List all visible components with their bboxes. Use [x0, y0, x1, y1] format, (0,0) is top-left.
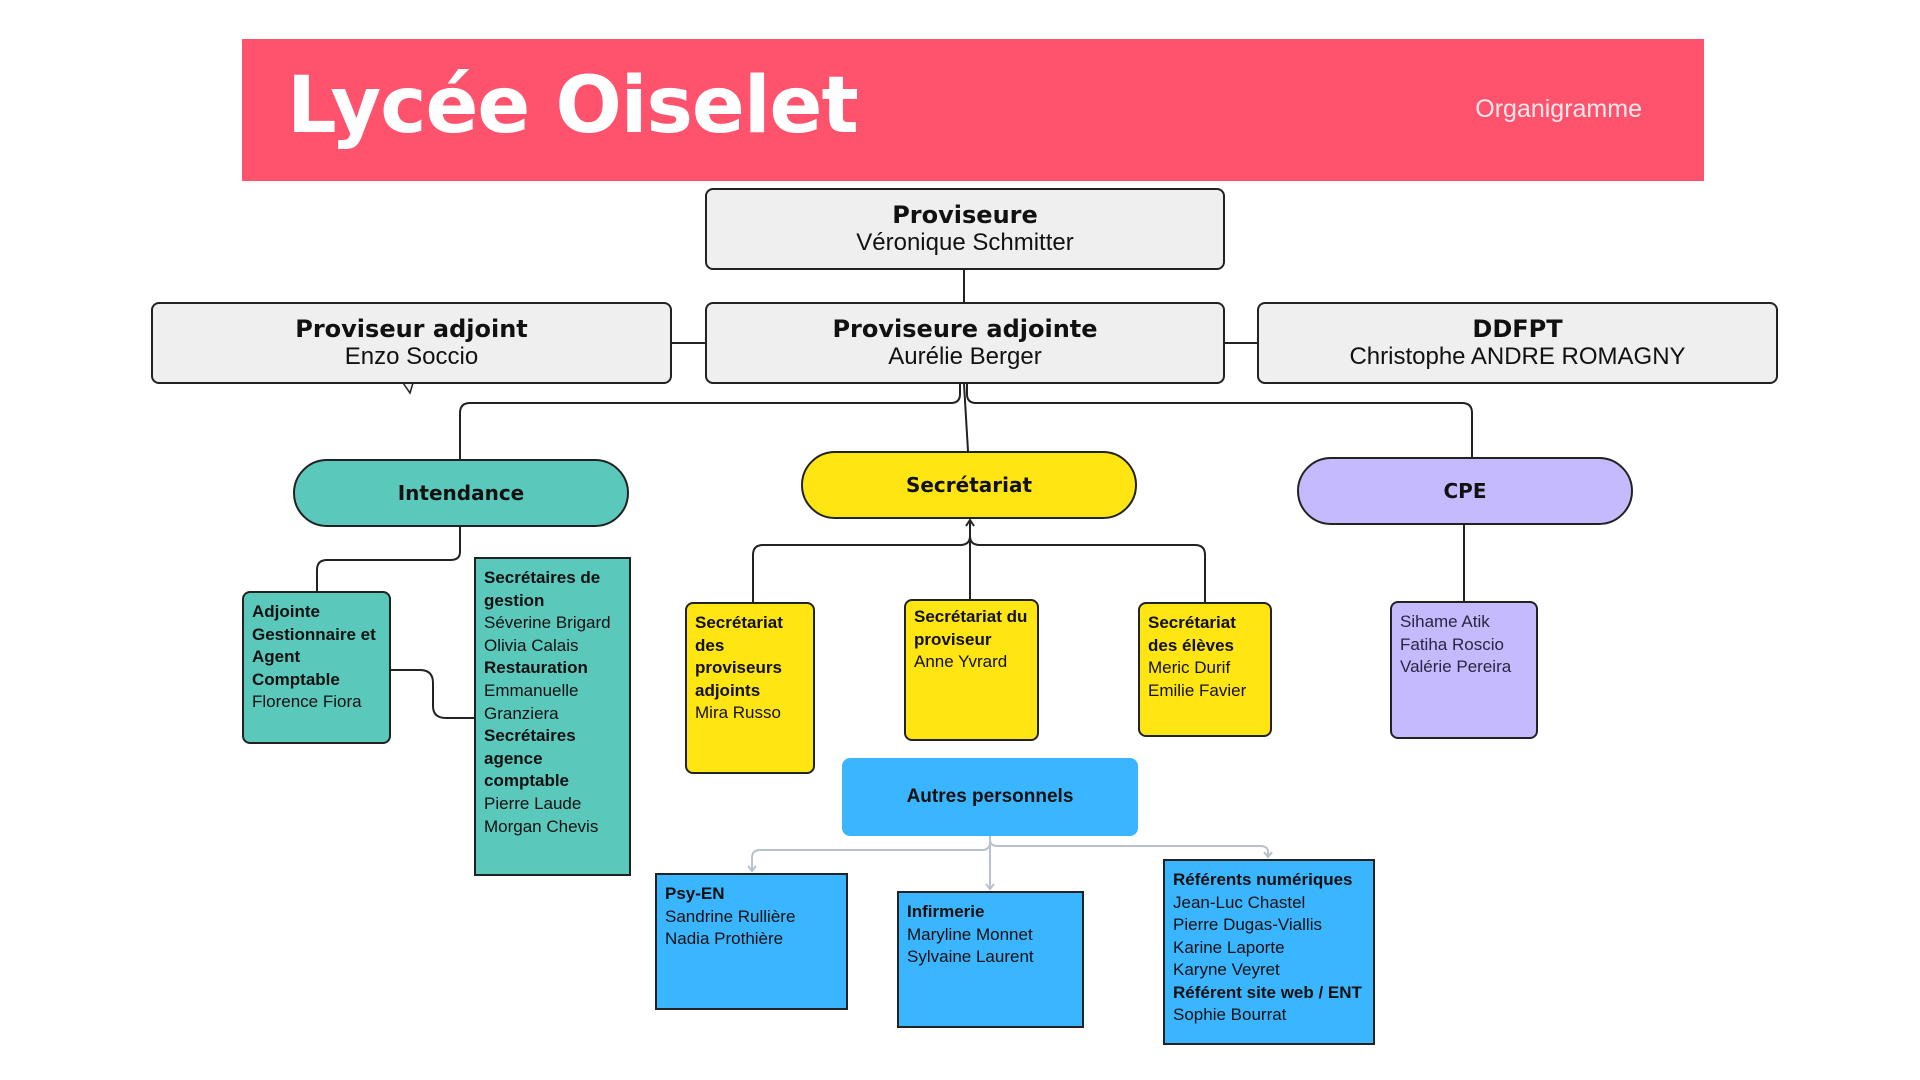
unit-title: Référents numériques — [1173, 870, 1353, 889]
unit-title: Secrétaires de — [484, 568, 601, 587]
person-name: Fatiha Roscio — [1400, 634, 1504, 654]
person-name: Nadia Prothière — [665, 929, 784, 948]
person-name: Morgan Chevis — [484, 816, 599, 836]
role-label: DDFPT — [1472, 315, 1563, 343]
node-proviseure[interactable]: Proviseure Véronique Schmitter — [705, 188, 1225, 270]
dept-autres-personnels[interactable]: Autres personnels — [842, 758, 1138, 836]
header-banner: Lycée Oiselet Organigramme — [242, 39, 1704, 181]
role-label: Proviseure — [892, 201, 1038, 229]
person-name: Christophe ANDRE ROMAGNY — [1349, 343, 1686, 370]
person-name: Emilie Favier — [1148, 680, 1247, 700]
unit-title: des élèves — [1148, 635, 1235, 655]
connector-sec-unit1 — [752, 520, 971, 602]
person-name: Pierre Dugas-Viallis — [1173, 915, 1322, 934]
unit-title: Secrétariat — [695, 613, 783, 632]
unit-title: proviseur — [914, 629, 992, 649]
node-proviseur-adjoint[interactable]: Proviseur adjoint Enzo Soccio — [151, 302, 672, 384]
unit-title: gestion — [484, 590, 545, 610]
unit-title: Secrétaires — [484, 726, 576, 746]
dept-label: Autres personnels — [906, 786, 1074, 807]
role-label: Proviseur adjoint — [295, 315, 528, 343]
person-name: Emmanuelle — [484, 680, 579, 700]
connector-autres-psy — [751, 835, 991, 870]
person-name: Pierre Laude — [484, 793, 582, 813]
person-name: Granziera — [484, 703, 559, 723]
person-name: Meric Durif — [1148, 658, 1231, 677]
arrowhead-secretariat — [965, 518, 975, 527]
connector-to-secretariat — [963, 383, 969, 452]
person-name: Sandrine Rullière — [665, 906, 796, 926]
node-adjointe-gestionnaire[interactable]: Adjointe Gestionnaire et Agent Comptable… — [242, 591, 391, 744]
person-name: Maryline Monnet — [907, 924, 1033, 944]
unit-title: des — [695, 635, 725, 655]
connector-to-cpe — [966, 384, 1473, 457]
dept-label: CPE — [1443, 479, 1487, 503]
person-name: Mira Russo — [695, 703, 781, 722]
unit-title: agence — [484, 748, 543, 768]
dept-label: Intendance — [397, 481, 525, 505]
unit-title: Infirmerie — [907, 902, 985, 921]
unit-title: Adjointe — [252, 602, 320, 621]
person-name: Valérie Pereira — [1400, 657, 1512, 676]
dept-label: Secrétariat — [905, 473, 1033, 497]
person-name: Véronique Schmitter — [856, 229, 1074, 256]
connector-sec-unit3 — [969, 520, 1206, 602]
unit-title: Psy-EN — [665, 884, 725, 903]
person-name: Enzo Soccio — [344, 343, 479, 370]
person-name: Séverine Brigard — [484, 613, 611, 633]
person-name: Karyne Veyret — [1173, 960, 1280, 979]
person-name: Florence Fiora — [252, 692, 362, 711]
unit-title: adjoints — [695, 680, 761, 700]
node-proviseure-adjointe[interactable]: Proviseure adjointe Aurélie Berger — [705, 302, 1225, 384]
connector-intendance-adjointe — [316, 527, 461, 591]
dept-cpe[interactable]: CPE — [1297, 457, 1633, 525]
unit-title: Gestionnaire et — [252, 624, 376, 644]
unit-title: Comptable — [252, 669, 340, 689]
arrowhead-referents — [1263, 851, 1273, 859]
person-name: Aurélie Berger — [888, 343, 1042, 370]
unit-title: Agent — [252, 647, 301, 666]
unit-title: Référent site web / ENT — [1173, 982, 1362, 1002]
person-name: Olivia Calais — [484, 635, 579, 655]
dept-secretariat[interactable]: Secrétariat — [801, 451, 1137, 519]
school-title: Lycée Oiselet — [287, 61, 859, 151]
connector-to-intendance — [459, 384, 961, 459]
person-name: Karine Laporte — [1173, 937, 1285, 957]
connector-autres-referents — [989, 835, 1269, 856]
role-label: Proviseure adjointe — [832, 315, 1098, 343]
person-name: Jean-Luc Chastel — [1173, 892, 1306, 912]
person-name: Sophie Bourrat — [1173, 1005, 1287, 1024]
unit-title: Secrétariat du — [914, 607, 1028, 626]
person-name: Anne Yvrard — [914, 652, 1008, 671]
connector-adjointe-staff — [390, 669, 474, 719]
node-ddfpt[interactable]: DDFPT Christophe ANDRE ROMAGNY — [1257, 302, 1778, 384]
person-name: Sylvaine Laurent — [907, 947, 1034, 966]
arrowhead-psy — [747, 865, 757, 873]
document-subtitle: Organigramme — [1475, 95, 1642, 123]
unit-title: Secrétariat — [1148, 613, 1236, 632]
unit-title: comptable — [484, 771, 570, 791]
unit-title: Restauration — [484, 658, 588, 678]
dept-intendance[interactable]: Intendance — [293, 459, 629, 527]
person-name: Sihame Atik — [1400, 612, 1490, 631]
unit-title: proviseurs — [695, 658, 782, 677]
arrowhead-infirmerie — [985, 883, 995, 891]
bubble-tail — [402, 382, 414, 395]
